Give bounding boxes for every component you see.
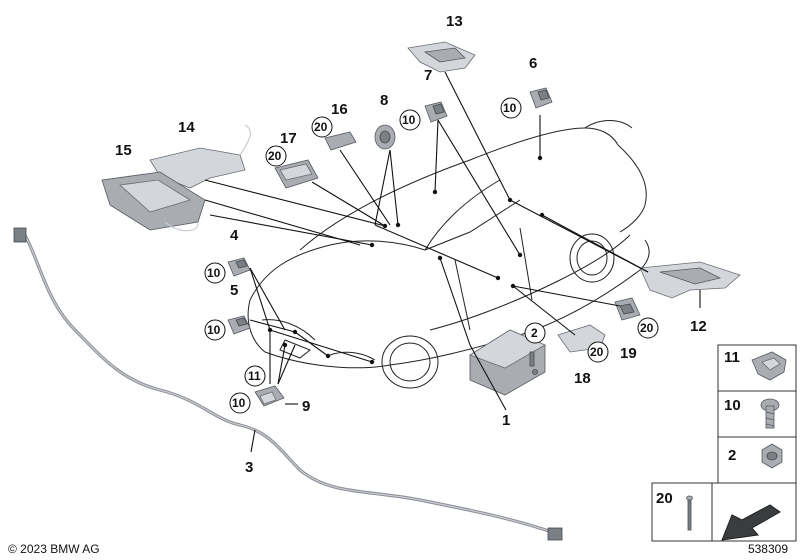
car-outline <box>247 120 650 389</box>
callout-6: 6 <box>529 55 537 72</box>
part-antenna-15 <box>101 171 206 232</box>
callout-16: 16 <box>331 101 348 118</box>
hex-nut-icon <box>761 443 783 469</box>
connection-dots <box>267 155 545 365</box>
part-sensor-6 <box>529 87 553 109</box>
callout-18: 18 <box>574 370 591 387</box>
callout-1: 1 <box>502 412 510 429</box>
callout-3: 3 <box>245 459 253 476</box>
callout-labels: 1 3 4 5 6 7 8 9 12 13 14 15 16 17 18 19 <box>115 13 707 476</box>
callout-19: 19 <box>620 345 637 362</box>
circled-labels: 10 10 10 10 10 11 20 20 20 20 2 <box>204 97 659 414</box>
bolt-icon <box>760 398 780 429</box>
leader-lines <box>204 71 701 453</box>
circled-10-c: 10 <box>503 101 517 115</box>
callout-12: 12 <box>690 318 707 335</box>
part-sensor-9 <box>254 385 285 407</box>
circled-10-a: 10 <box>207 266 221 280</box>
callout-8: 8 <box>380 92 388 109</box>
document-number: 538309 <box>747 542 788 556</box>
callout-13: 13 <box>446 13 463 30</box>
part-nut-small <box>529 351 535 367</box>
part-antenna-12 <box>639 261 741 299</box>
circled-10-b: 10 <box>207 323 221 337</box>
part-antenna-13 <box>407 41 476 73</box>
callout-9: 9 <box>302 398 310 415</box>
part-sensor-5 <box>227 315 251 335</box>
circled-20-d: 20 <box>640 321 654 335</box>
part-round-sensor <box>374 124 396 150</box>
circled-20-a: 20 <box>314 120 328 134</box>
part-cable <box>13 227 563 541</box>
circled-20-b: 20 <box>268 149 282 163</box>
arrow-sign-icon <box>721 504 781 541</box>
callout-15: 15 <box>115 142 132 159</box>
callout-7: 7 <box>424 67 432 84</box>
part-sensor-19 <box>614 297 641 321</box>
legend-panel: 11 10 2 20 <box>651 344 797 542</box>
circled-20-c: 20 <box>590 345 604 359</box>
legend-label-10: 10 <box>724 397 741 414</box>
part-sensor-4 <box>227 257 251 277</box>
part-module-16 <box>324 131 357 151</box>
callout-17: 17 <box>280 130 297 147</box>
circled-10-e: 10 <box>232 396 246 410</box>
pin-icon <box>686 495 693 531</box>
copyright-text: © 2023 BMW AG <box>8 542 100 556</box>
circled-10-d: 10 <box>402 113 416 127</box>
clip-icon <box>751 351 787 381</box>
circled-2: 2 <box>531 326 538 340</box>
callout-5: 5 <box>230 282 238 299</box>
legend-label-11: 11 <box>724 349 740 366</box>
callout-4: 4 <box>230 227 239 244</box>
part-sensor-7 <box>424 101 448 123</box>
legend-label-2: 2 <box>728 447 736 464</box>
circled-11: 11 <box>248 369 261 383</box>
legend-label-20: 20 <box>656 490 673 507</box>
callout-14: 14 <box>178 119 195 136</box>
part-module-17 <box>274 159 319 189</box>
